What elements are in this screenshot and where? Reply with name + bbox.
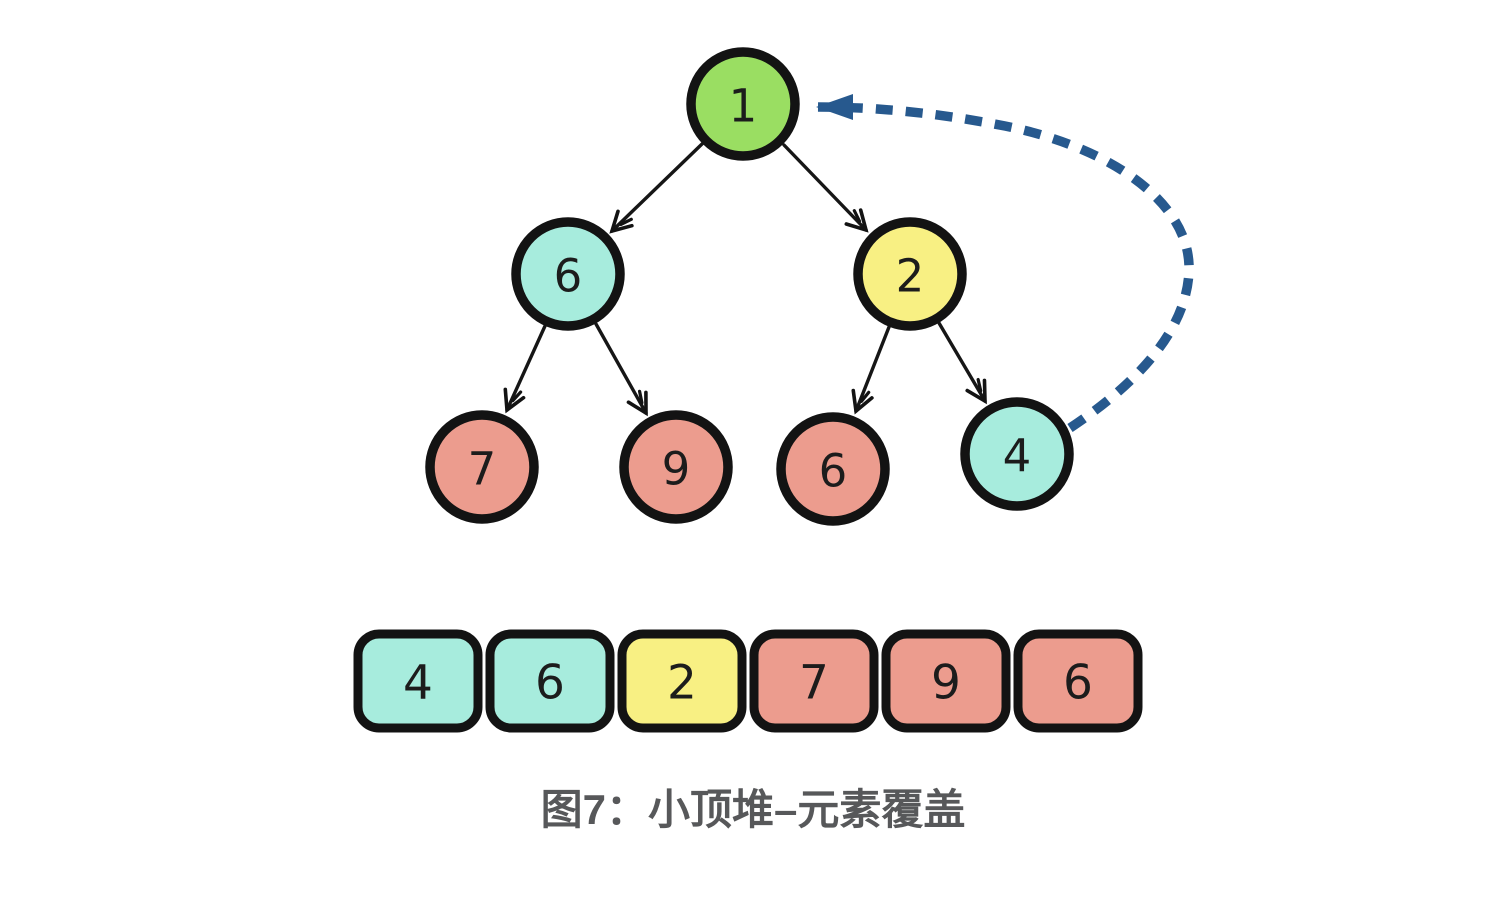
node-circle-left bbox=[511, 217, 625, 331]
array-cell-value-1: 6 bbox=[535, 656, 565, 711]
node-circle-leaf4 bbox=[960, 397, 1074, 511]
edge-root-to-right bbox=[782, 143, 869, 233]
tree-edges bbox=[503, 142, 987, 417]
edge-left-to-leaf1 bbox=[503, 324, 547, 414]
edge-right-to-leaf4 bbox=[937, 321, 987, 405]
array-cell-box-2 bbox=[617, 629, 747, 733]
tree-node-leaf3: 6 bbox=[776, 412, 890, 526]
array-cell-box-4 bbox=[881, 629, 1011, 733]
node-value-left: 6 bbox=[554, 250, 583, 303]
tree-node-leaf4: 4 bbox=[960, 397, 1074, 511]
node-circle-leaf2 bbox=[619, 410, 733, 524]
array-cell-value-0: 4 bbox=[403, 656, 433, 711]
tree-node-leaf2: 9 bbox=[619, 410, 733, 524]
node-circle-root bbox=[686, 47, 800, 161]
tree-nodes: 1 6 2 7 9 6 4 bbox=[425, 47, 1074, 526]
tree-node-leaf1: 7 bbox=[425, 410, 539, 524]
node-circle-right bbox=[853, 217, 967, 331]
array-cell-box-0 bbox=[353, 629, 483, 733]
array-cell-box-1 bbox=[485, 629, 615, 733]
tree-node-right: 2 bbox=[853, 217, 967, 331]
node-value-leaf3: 6 bbox=[819, 445, 848, 498]
array-cell-box-3 bbox=[749, 629, 879, 733]
node-value-right: 2 bbox=[896, 250, 925, 303]
array-cell-5: 6 bbox=[1013, 629, 1143, 733]
array-cell-2: 2 bbox=[617, 629, 747, 733]
figure-caption: 图7：小顶堆–元素覆盖 bbox=[541, 786, 966, 833]
node-value-root: 1 bbox=[729, 80, 758, 133]
heap-array: 4 6 2 7 9 6 bbox=[353, 629, 1143, 733]
array-cell-1: 6 bbox=[485, 629, 615, 733]
edge-right-to-leaf3 bbox=[851, 325, 891, 415]
array-cell-value-3: 7 bbox=[799, 656, 829, 711]
edge-root-to-left bbox=[609, 142, 704, 234]
array-cell-value-2: 2 bbox=[667, 656, 697, 711]
node-value-leaf4: 4 bbox=[1003, 430, 1032, 483]
node-value-leaf1: 7 bbox=[468, 443, 497, 496]
tree-node-left: 6 bbox=[511, 217, 625, 331]
tree-node-root: 1 bbox=[686, 47, 800, 161]
array-cell-value-5: 6 bbox=[1063, 656, 1093, 711]
node-value-leaf2: 9 bbox=[662, 443, 691, 496]
edge-left-to-leaf2 bbox=[594, 322, 648, 417]
array-cell-3: 7 bbox=[749, 629, 879, 733]
node-circle-leaf1 bbox=[425, 410, 539, 524]
array-cell-4: 9 bbox=[881, 629, 1011, 733]
overwrite-dashed-arrow bbox=[816, 94, 1194, 432]
array-cell-box-5 bbox=[1013, 629, 1143, 733]
node-circle-leaf3 bbox=[776, 412, 890, 526]
array-cell-0: 4 bbox=[353, 629, 483, 733]
array-cell-value-4: 9 bbox=[931, 656, 961, 711]
